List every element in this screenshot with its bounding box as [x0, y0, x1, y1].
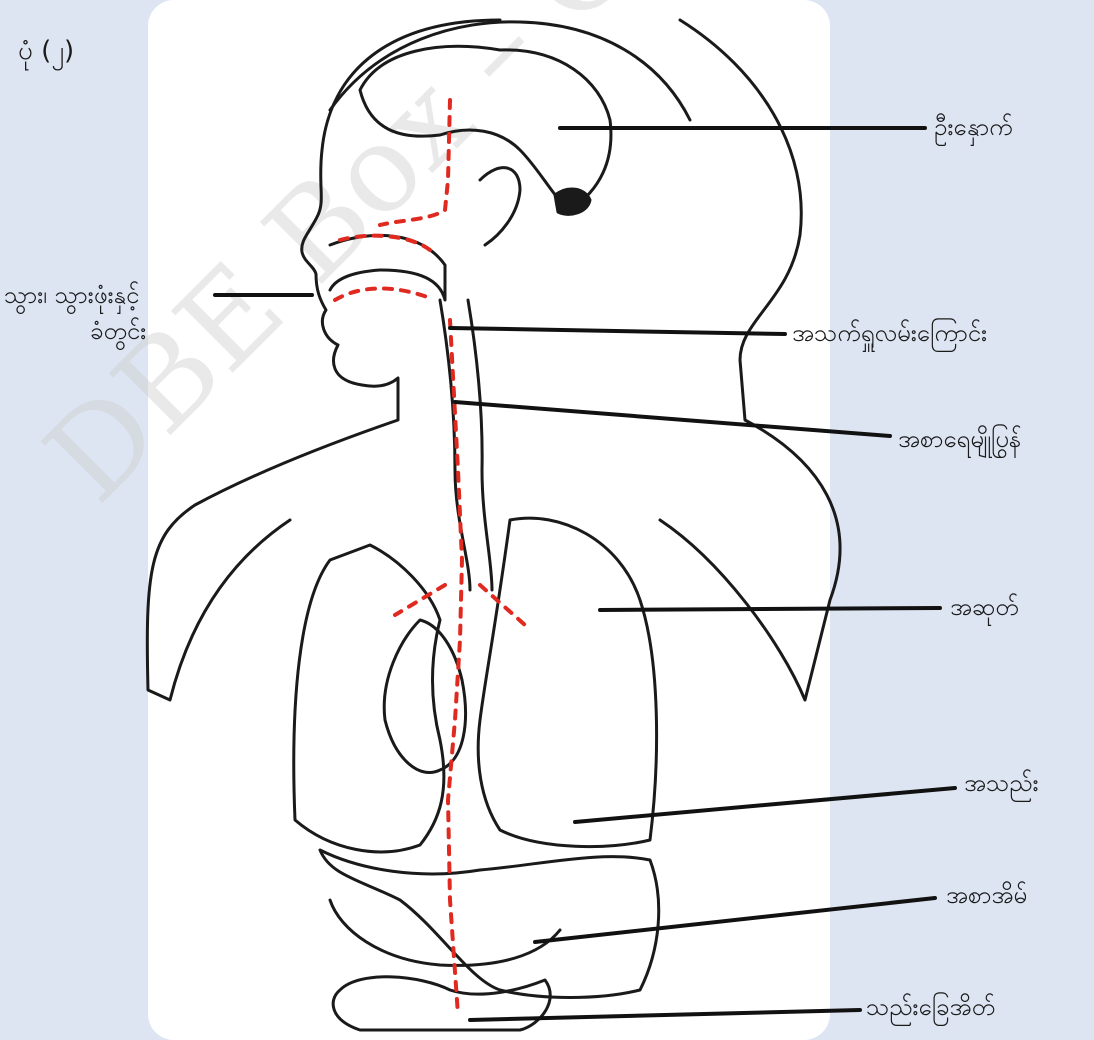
leader-stomach — [535, 898, 935, 942]
leader-intestine — [470, 1010, 860, 1020]
esophagus — [440, 300, 492, 590]
skull — [330, 22, 690, 120]
label-brain: ဦးနှောက် — [934, 112, 1013, 142]
pathway-throat — [335, 288, 430, 300]
body-outline-right — [660, 20, 840, 700]
pathway-brain — [380, 100, 450, 225]
liver — [320, 850, 659, 998]
leader-lungs — [600, 608, 940, 610]
label-liver: အသည်း — [964, 768, 1039, 798]
lung-left — [294, 545, 444, 852]
pathway-branch-right — [480, 585, 525, 625]
leader-esophagus — [455, 402, 890, 436]
label-stomach: အစာအိမ် — [946, 880, 1027, 910]
label-esophagus: အစာရေမျိုပြွန် — [898, 424, 1021, 454]
label-intestine: သည်းခြေအိတ် — [866, 992, 995, 1022]
intestine — [333, 977, 550, 1030]
figure-label: ပုံ (၂) — [18, 36, 74, 66]
cerebellum — [555, 189, 590, 214]
leader-liver — [575, 788, 955, 822]
stomach — [330, 900, 560, 965]
lung-right — [478, 518, 656, 846]
leader-pharynx — [450, 328, 785, 334]
label-mouth: သွား၊ သွားဖုံးနှင့် — [4, 280, 139, 310]
label-mouth-line2: ခံတွင်း — [90, 316, 146, 346]
label-pharynx: အသက်ရှူလမ်းကြောင်း — [792, 318, 987, 348]
pathway-main — [448, 320, 462, 1015]
ear — [480, 168, 520, 245]
label-lungs: အဆုတ် — [950, 592, 1019, 622]
